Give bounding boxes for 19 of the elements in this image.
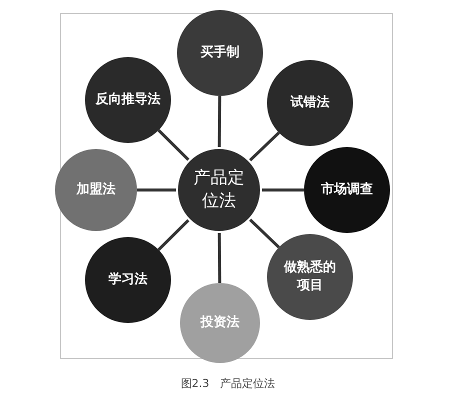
connector-line bbox=[158, 129, 190, 161]
node-label: 反向推导法 bbox=[96, 91, 160, 109]
node-label: 投资法 bbox=[200, 314, 240, 332]
connector-line bbox=[249, 132, 280, 162]
connector-line bbox=[218, 232, 222, 284]
figure-caption: 图2.3 产品定位法 bbox=[180, 376, 276, 391]
node-label: 加盟法 bbox=[76, 181, 116, 199]
connector-line bbox=[249, 218, 280, 248]
node-label: 产品定位法 bbox=[192, 167, 246, 213]
node-label: 学习法 bbox=[108, 271, 148, 289]
connector-line bbox=[262, 188, 304, 192]
connector-line bbox=[137, 188, 176, 192]
node-label: 市场调查 bbox=[321, 181, 373, 199]
node-label: 买手制 bbox=[200, 44, 240, 62]
connector-line bbox=[218, 96, 222, 148]
connector-line bbox=[158, 219, 190, 251]
node-label: 做熟悉的项目 bbox=[282, 259, 337, 295]
node-label: 试错法 bbox=[290, 94, 330, 112]
method-circle bbox=[304, 147, 390, 233]
